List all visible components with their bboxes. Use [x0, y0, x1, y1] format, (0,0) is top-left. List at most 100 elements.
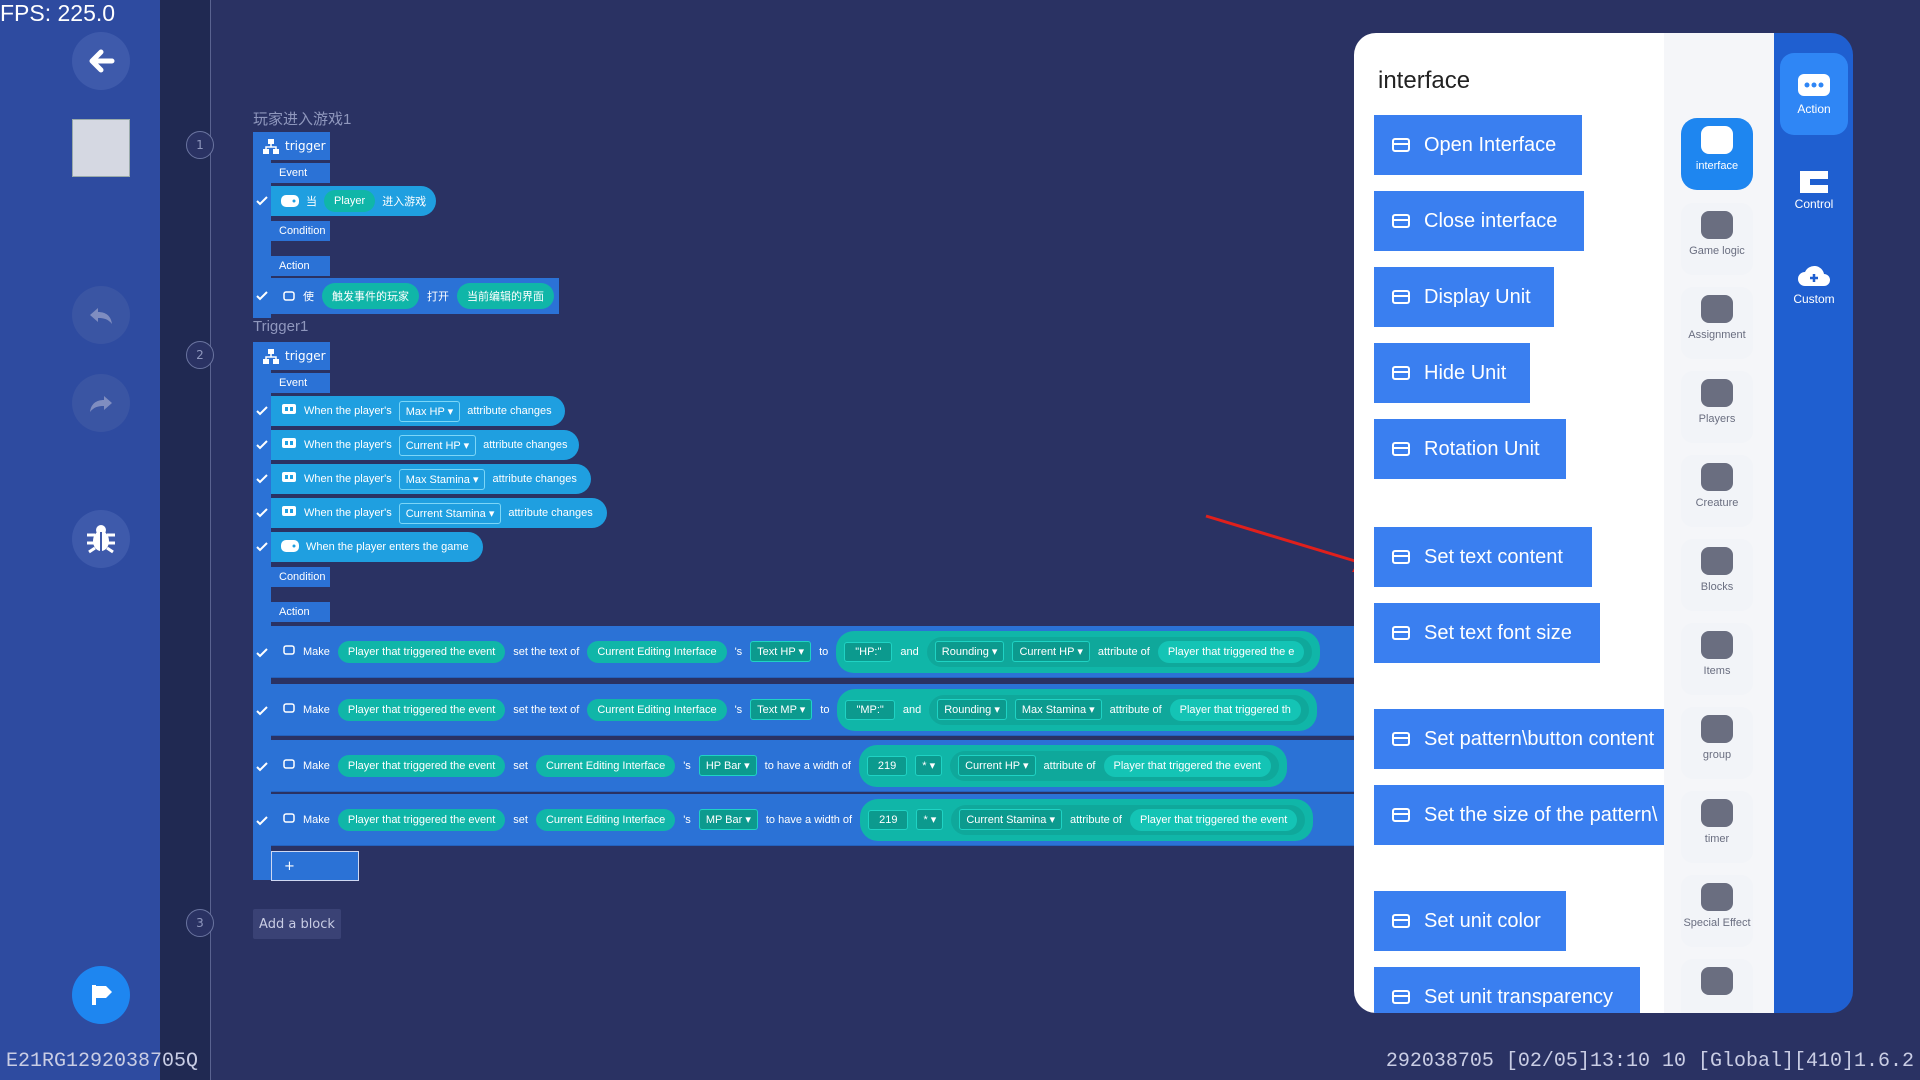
player-pill[interactable]: Player that triggered the event	[337, 640, 506, 663]
category-items[interactable]: Items	[1681, 623, 1753, 695]
category-assignment[interactable]: Assignment	[1681, 287, 1753, 359]
player-pill[interactable]: Player that triggered th	[1169, 698, 1301, 721]
attribute-dropdown[interactable]: Current HP ▾	[398, 434, 477, 456]
attribute-dropdown[interactable]: Max Stamina ▾	[398, 468, 486, 490]
add-action-button[interactable]: +	[271, 851, 359, 881]
attribute-dropdown[interactable]: Max Stamina ▾	[1014, 699, 1102, 720]
value-literal[interactable]: "MP:"	[845, 699, 895, 720]
category-creature[interactable]: Creature	[1681, 455, 1753, 527]
value-literal[interactable]: 219	[868, 809, 909, 830]
check-icon[interactable]	[255, 472, 269, 486]
run-button[interactable]	[72, 966, 130, 1024]
panel-action-button[interactable]: Set text font size	[1374, 603, 1600, 663]
check-icon[interactable]	[255, 704, 269, 718]
check-icon[interactable]	[255, 438, 269, 452]
player-pill[interactable]: Player that triggered the e	[1157, 640, 1305, 663]
trigger-header[interactable]: trigger	[253, 132, 330, 160]
player-pill[interactable]: 触发事件的玩家	[322, 283, 419, 309]
player-pill[interactable]: Player that triggered the event	[337, 808, 506, 831]
operator-dropdown[interactable]: * ▾	[916, 809, 944, 830]
interface-pill[interactable]: 当前编辑的界面	[457, 283, 554, 309]
check-icon[interactable]	[255, 506, 269, 520]
tab-action[interactable]: Action	[1780, 53, 1848, 135]
event-row[interactable]: 当 Player 进入游戏	[271, 186, 437, 216]
interface-pill[interactable]: Current Editing Interface	[587, 640, 727, 663]
redo-button[interactable]	[72, 374, 130, 432]
category-interface[interactable]: interface	[1681, 118, 1753, 190]
panel-action-button[interactable]: Open Interface	[1374, 115, 1582, 175]
category-special-effect[interactable]: Special Effect	[1681, 875, 1753, 947]
panel-action-button[interactable]: Rotation Unit	[1374, 419, 1566, 479]
category-players[interactable]: Players	[1681, 371, 1753, 443]
attribute-dropdown[interactable]: Current Stamina ▾	[959, 809, 1062, 830]
element-dropdown[interactable]: MP Bar ▾	[698, 809, 758, 830]
function-dropdown[interactable]: Rounding ▾	[934, 641, 1005, 662]
interface-pill[interactable]: Current Editing Interface	[587, 698, 727, 721]
panel-action-button[interactable]: Set text content	[1374, 527, 1592, 587]
panel-action-button[interactable]: Close interface	[1374, 191, 1584, 251]
category-blocks[interactable]: Blocks	[1681, 539, 1753, 611]
trigger-header[interactable]: trigger	[253, 342, 330, 370]
player-pill[interactable]: Player that triggered the event	[337, 698, 506, 721]
player-pill[interactable]: Player that triggered the event	[1103, 754, 1271, 777]
function-dropdown[interactable]: Rounding ▾	[937, 699, 1007, 720]
panel-action-button[interactable]: Set unit color	[1374, 891, 1566, 951]
category-group[interactable]: group	[1681, 707, 1753, 779]
panel-action-button[interactable]: Set pattern\button content	[1374, 709, 1670, 769]
add-block-button[interactable]: Add a block	[253, 909, 341, 939]
player-pill[interactable]: Player that triggered the event	[1129, 808, 1298, 831]
check-icon[interactable]	[255, 289, 269, 303]
attribute-dropdown[interactable]: Max HP ▾	[398, 400, 461, 422]
panel-action-button[interactable]: Hide Unit	[1374, 343, 1530, 403]
interface-pill[interactable]: Current Editing Interface	[535, 808, 676, 831]
player-pill[interactable]: Player that triggered the event	[337, 754, 506, 777]
value-literal[interactable]: "HP:"	[844, 641, 893, 662]
tab-control[interactable]: Control	[1780, 148, 1848, 230]
check-icon[interactable]	[255, 194, 269, 208]
check-icon[interactable]	[255, 814, 269, 828]
operator-dropdown[interactable]: * ▾	[915, 755, 943, 776]
category-timer[interactable]: timer	[1681, 791, 1753, 863]
element-dropdown[interactable]: HP Bar ▾	[698, 755, 757, 776]
player-pill[interactable]: Player	[324, 190, 376, 212]
panel-action-button[interactable]: Set the size of the pattern\	[1374, 785, 1670, 845]
element-dropdown[interactable]: Text HP ▾	[750, 641, 812, 662]
map-thumbnail[interactable]	[72, 119, 130, 177]
panel-action-button[interactable]: Set unit transparency	[1374, 967, 1640, 1013]
attribute-dropdown[interactable]: Current Stamina ▾	[398, 502, 502, 524]
attribute-dropdown[interactable]: Current HP ▾	[958, 755, 1036, 776]
category-game-logic[interactable]: Game logic	[1681, 203, 1753, 275]
panel-action-button[interactable]: Display Unit	[1374, 267, 1554, 327]
interface-pill[interactable]: Current Editing Interface	[535, 754, 676, 777]
back-button[interactable]	[72, 32, 130, 90]
check-icon[interactable]	[255, 646, 269, 660]
category-sound[interactable]	[1681, 959, 1753, 1013]
debug-button[interactable]	[72, 510, 130, 568]
value-literal[interactable]: 219	[866, 755, 908, 776]
undo-button[interactable]	[72, 286, 130, 344]
check-icon[interactable]	[255, 540, 269, 554]
attribute-dropdown[interactable]: Current HP ▾	[1012, 641, 1090, 662]
event-row[interactable]: When the player enters the game	[271, 532, 483, 562]
check-icon[interactable]	[255, 404, 269, 418]
element-dropdown[interactable]: Text MP ▾	[750, 699, 813, 720]
action-row[interactable]: 使 触发事件的玩家 打开 当前编辑的界面	[271, 278, 559, 314]
tab-custom[interactable]: Custom	[1780, 243, 1848, 325]
check-icon[interactable]	[255, 760, 269, 774]
